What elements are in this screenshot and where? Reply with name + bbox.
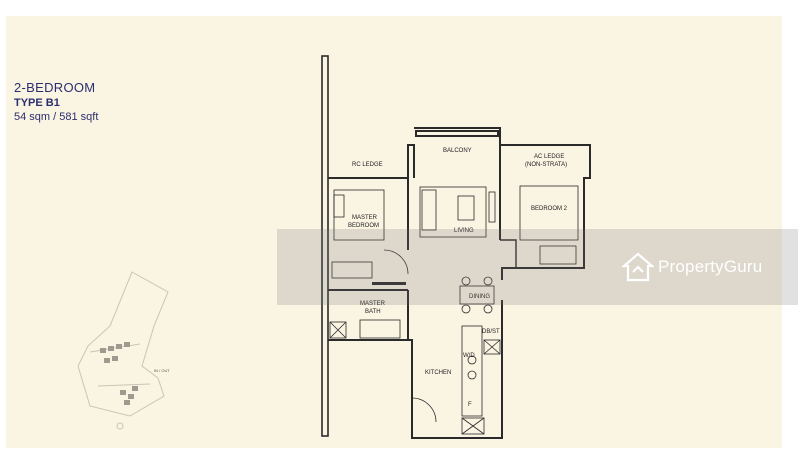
bedroom2-bed [519, 185, 579, 241]
balcony-wall [414, 127, 501, 178]
dining-chair [483, 276, 493, 286]
west-wall [321, 55, 329, 437]
living-rug [419, 186, 487, 238]
rc-ledge-wall [328, 144, 415, 179]
ac-ledge-label-2: (NON-STRATA) [525, 162, 567, 168]
east-wall [500, 144, 591, 280]
site-road [89, 343, 151, 387]
site-compass [116, 422, 124, 430]
db-cabinet [483, 339, 501, 355]
dining-chair [461, 304, 471, 314]
master-bedroom-label-2: BEDROOM [348, 223, 379, 229]
door-swing [383, 249, 409, 275]
master-bedroom-label: MASTER [352, 215, 378, 221]
watermark-brand: PropertyGuru [658, 257, 763, 276]
unit-header: 2-BEDROOM TYPE B1 54 sqm / 581 sqft [14, 80, 98, 123]
shower [331, 261, 373, 279]
site-boundary [77, 271, 169, 417]
db-label: DB/ST [482, 329, 500, 335]
floor-plan-sheet [6, 16, 782, 448]
bedroom2-door-wall [500, 239, 517, 268]
ac-unit [329, 321, 347, 339]
kitchen-wall [407, 290, 503, 439]
kitchen-door-swing [411, 397, 437, 423]
living-label: LIVING [454, 228, 474, 234]
vanity [359, 319, 401, 339]
unit-area: 54 sqm / 581 sqft [14, 111, 99, 123]
watermark-band [277, 229, 798, 305]
dining-label: DINING [469, 294, 490, 300]
balcony-rail [415, 130, 499, 137]
master-pillow [333, 194, 345, 218]
kitchen-label: KITCHEN [425, 370, 451, 376]
dining-chair [483, 304, 493, 314]
ac-ledge-label: AC LEDGE [534, 154, 564, 160]
dining-table [459, 285, 495, 305]
kitchen-ac-cross [461, 417, 485, 435]
kitchen-counter [461, 325, 483, 417]
sliding-door [372, 282, 406, 285]
fridge-label: F [468, 402, 472, 408]
bedroom2-label: BEDROOM 2 [531, 206, 568, 212]
bedroom2-wardrobe [539, 245, 577, 265]
tv-console [488, 191, 496, 223]
sofa [421, 189, 437, 231]
site-plan-thumbnail: IN / OUT [77, 271, 170, 430]
unit-title: 2-BEDROOM [14, 80, 96, 95]
rc-ledge-label: RC LEDGE [352, 162, 383, 168]
propertyguru-watermark: PropertyGuru [622, 252, 762, 282]
balcony-label: BALCONY [443, 148, 472, 154]
ac-unit-cross [329, 321, 347, 339]
stove-burner [467, 355, 477, 365]
stove-burner [467, 370, 477, 380]
unit-type: TYPE B1 [14, 97, 60, 109]
db-cross [483, 339, 501, 355]
kitchen-ac [461, 417, 485, 435]
site-in-out-label: IN / OUT [154, 368, 170, 373]
master-bath-label-2: BATH [365, 309, 381, 315]
master-bath-label: MASTER [360, 301, 386, 307]
wd-label: W/D [463, 353, 475, 359]
coffee-table [457, 195, 475, 221]
propertyguru-logo-icon [622, 252, 654, 282]
dining-chair [461, 276, 471, 286]
